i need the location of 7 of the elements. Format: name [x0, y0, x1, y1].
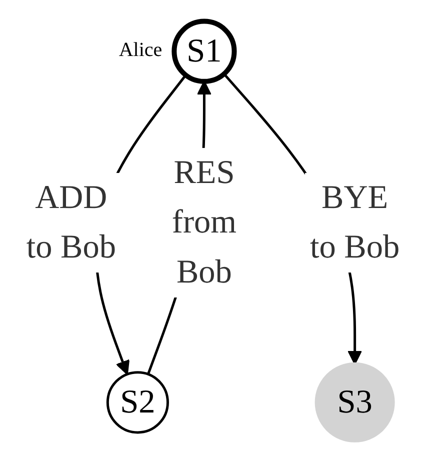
node-circle: S3 [314, 362, 395, 442]
edge-label: RES from Bob [172, 154, 237, 291]
edge-label: BYE to Bob [310, 179, 400, 266]
node-circle: S1 [172, 18, 237, 84]
node-circle: S2 [106, 371, 169, 434]
node-caption: Alice [118, 39, 162, 62]
edge-label: ADD to Bob [26, 179, 116, 266]
